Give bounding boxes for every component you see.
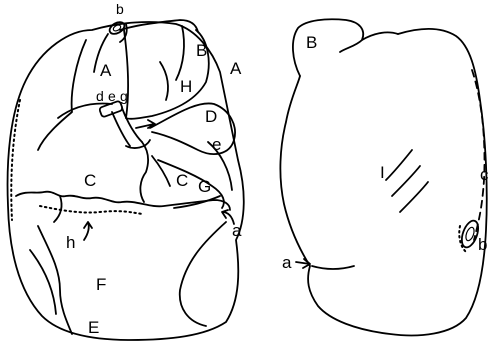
label-e-loop: e <box>212 135 221 154</box>
striation-2 <box>392 166 420 196</box>
label-f: F <box>96 275 106 294</box>
left-view: b A B A H d e g D e C C G a h F E <box>8 1 244 340</box>
duct-stem <box>112 112 130 146</box>
label-h-border: h <box>66 233 75 252</box>
lobe-b-body <box>124 30 128 118</box>
loop-d <box>150 103 235 154</box>
right-label-b: b <box>478 235 487 254</box>
lobe-f-right <box>180 222 226 326</box>
striation-3 <box>400 182 428 212</box>
lobe-a-left <box>38 40 86 150</box>
label-h-upper: H <box>180 77 192 96</box>
striation-1 <box>386 150 412 180</box>
lobe-b-inner <box>176 26 184 80</box>
label-e-small: e <box>108 88 116 104</box>
lobe-h-edge <box>160 62 168 100</box>
right-outline <box>280 29 486 335</box>
label-g: g <box>120 88 128 104</box>
right-edge-c <box>472 70 485 240</box>
label-a-arrow: a <box>232 221 242 240</box>
right-lobe-b-join <box>362 32 398 40</box>
arrow-h <box>84 222 92 240</box>
label-b-top: b <box>116 1 124 17</box>
right-label-c: c <box>480 165 489 184</box>
label-g-lobe: G <box>198 177 211 196</box>
arrow-a-right <box>296 259 310 268</box>
border-h-dots <box>40 206 142 214</box>
label-b-lobe: B <box>196 41 207 60</box>
label-e-lower: E <box>88 318 99 337</box>
right-label-a: a <box>282 253 292 272</box>
right-label-b-lobe: B <box>306 33 317 52</box>
label-a-left: A <box>100 61 112 80</box>
label-c-right: C <box>176 171 188 190</box>
right-lobe-b <box>293 19 363 76</box>
right-lower-ridge <box>312 266 354 269</box>
label-c-left: C <box>84 171 96 190</box>
label-a-right: A <box>230 59 242 78</box>
label-d-small: d <box>96 88 104 104</box>
right-view: B I c a b <box>280 19 489 335</box>
right-label-i: I <box>380 163 385 182</box>
label-d-loop: D <box>205 107 217 126</box>
